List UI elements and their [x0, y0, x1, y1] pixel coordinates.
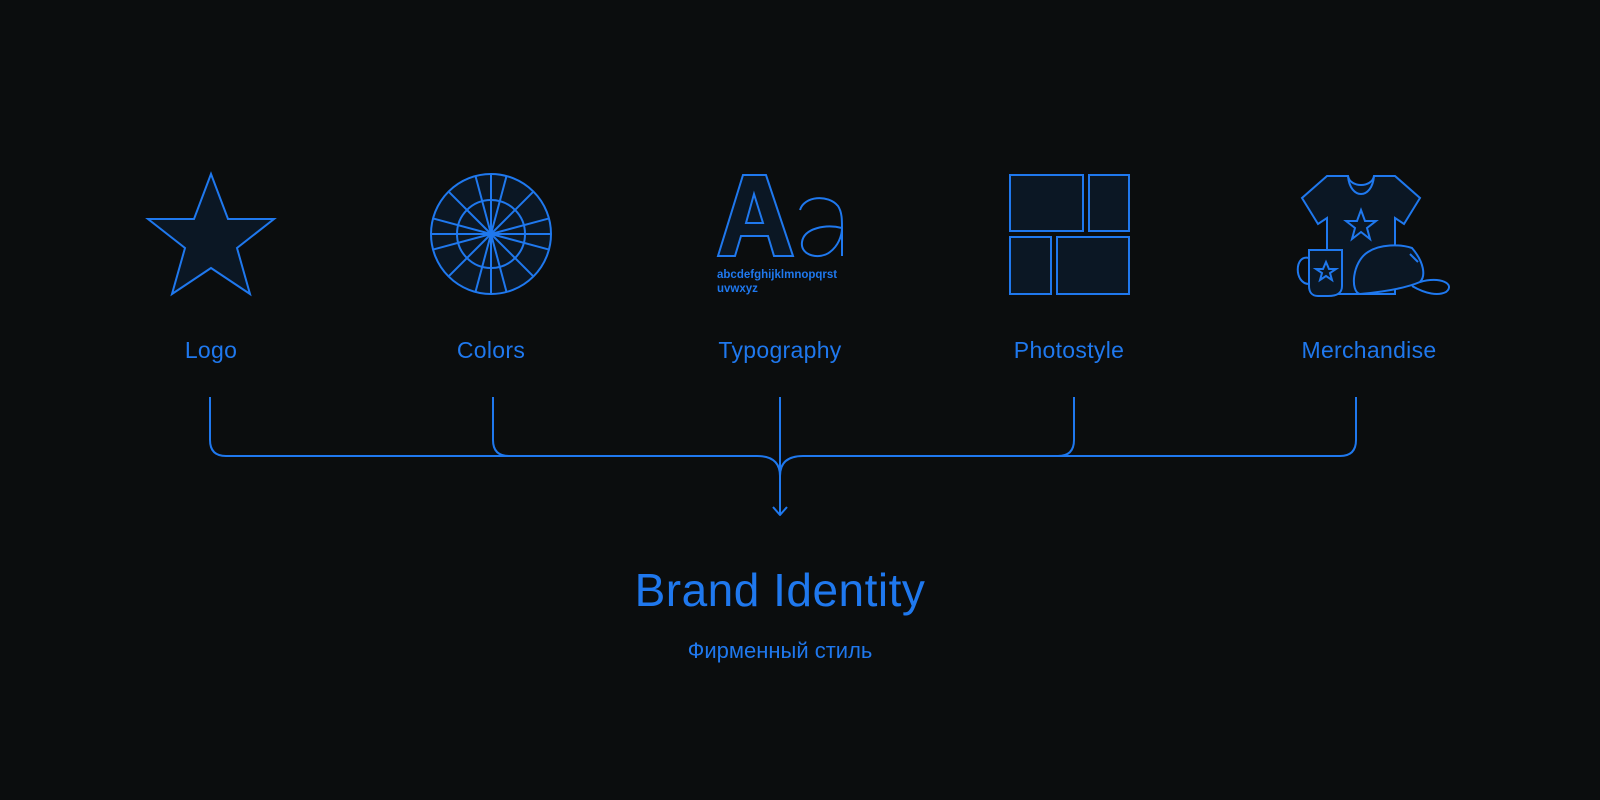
color-wheel-spoke	[490, 175, 508, 235]
color-wheel-spoke	[490, 233, 550, 251]
page-subtitle: Фирменный стиль	[687, 638, 873, 663]
color-wheel-spoke	[474, 233, 492, 293]
label-logo: Logo	[184, 337, 238, 363]
label-typography: Typography	[718, 337, 842, 363]
color-wheel-icon	[430, 173, 552, 295]
color-wheel-spoke	[490, 190, 535, 235]
color-wheel-spoke	[490, 233, 508, 293]
label-merchandise: Merchandise	[1301, 337, 1437, 363]
label-photostyle: Photostyle	[1013, 337, 1125, 363]
color-wheel-spoke	[447, 190, 492, 235]
color-wheel-spoke	[474, 175, 492, 235]
label-colors: Colors	[456, 337, 526, 363]
connector-lines	[209, 397, 1357, 516]
page-title: Brand Identity	[634, 564, 926, 616]
star-icon	[145, 171, 277, 297]
color-wheel-spoke	[490, 233, 535, 278]
color-wheel-spoke	[490, 217, 550, 235]
color-wheel-spoke	[432, 233, 492, 251]
typography-sample-line2: uvwxyz	[717, 283, 758, 295]
photo-grid-icon	[1009, 174, 1130, 295]
color-wheel-spoke	[432, 217, 492, 235]
color-wheel-spoke	[447, 233, 492, 278]
typography-icon	[716, 174, 843, 258]
merchandise-icon	[1296, 175, 1450, 297]
typography-sample-line1: abcdefghijklmnopqrst	[717, 269, 837, 281]
